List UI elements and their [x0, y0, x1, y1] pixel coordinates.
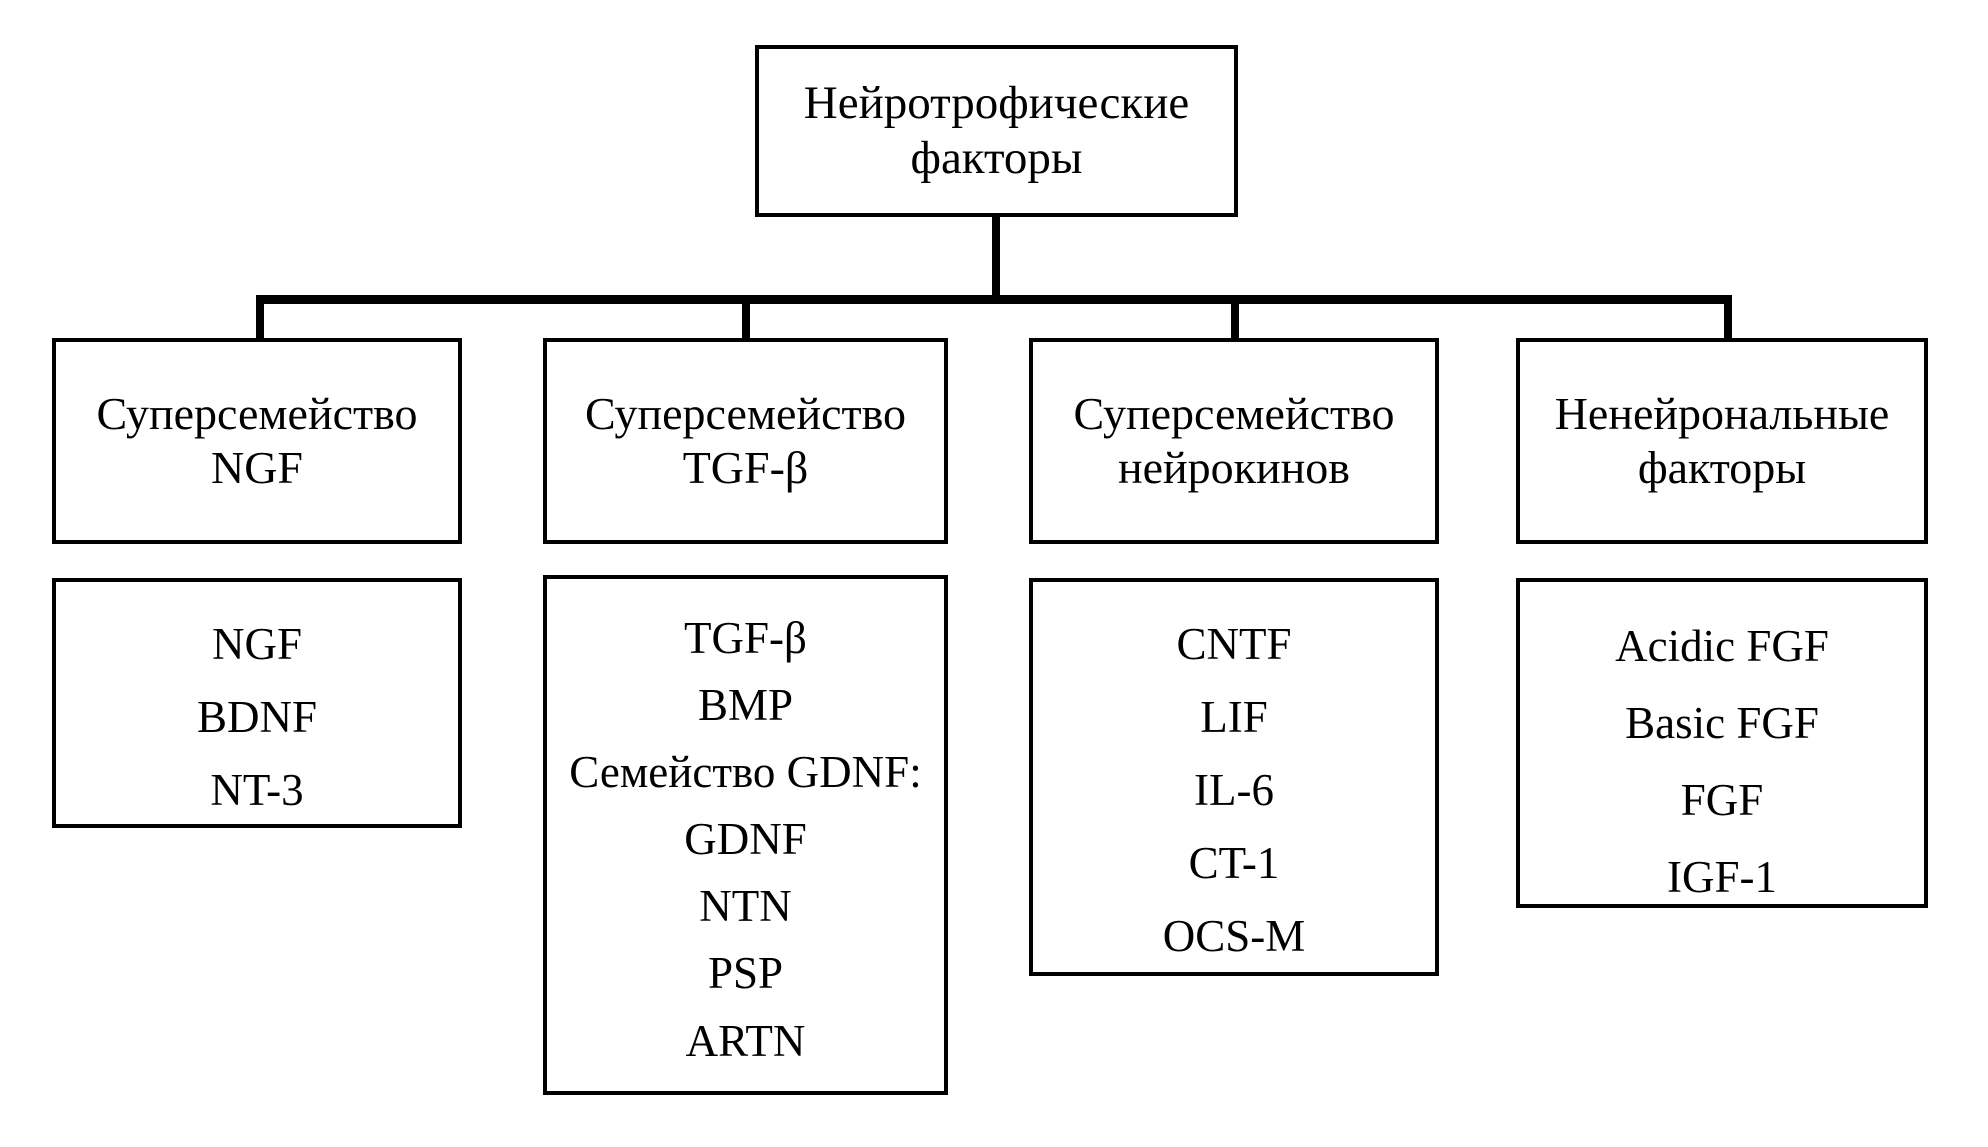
member-item: LIF: [1200, 692, 1268, 743]
category-header-line: NGF: [210, 442, 304, 493]
member-item: PSP: [707, 948, 784, 999]
category-header-line: Ненейрональные: [1554, 387, 1890, 439]
member-list-neurokines: CNTF LIF IL-6 CT-1 OCS-M: [1029, 578, 1439, 976]
root-node-neurotrophic-factors: Нейротрофические факторы: [755, 45, 1238, 217]
connector-drop-nonneuronal: [1724, 300, 1732, 342]
member-list-tgfb: TGF-β BMP Семейство GDNF: GDNF NTN PSP A…: [543, 575, 948, 1095]
member-item: CNTF: [1176, 619, 1292, 669]
member-item: NGF: [211, 619, 303, 669]
category-header-line: нейрокинов: [1118, 442, 1350, 493]
member-item: ARTN: [685, 1015, 806, 1066]
connector-drop-neurokines: [1231, 300, 1239, 342]
member-list-nonneuronal: Acidic FGF Basic FGF FGF IGF-1: [1516, 578, 1928, 908]
category-header-ngf: Суперсемейство NGF: [52, 338, 462, 544]
category-header-line: факторы: [1637, 442, 1807, 493]
member-item: BDNF: [196, 692, 318, 743]
member-list-ngf: NGF BDNF NT-3: [52, 578, 462, 828]
root-node-line: Нейротрофические: [803, 76, 1190, 129]
category-header-neurokines: Суперсемейство нейрокинов: [1029, 338, 1439, 544]
connector-root-stem: [992, 217, 1000, 303]
member-item: GDNF: [684, 814, 807, 865]
category-header-line: Суперсемейство: [1073, 387, 1395, 439]
member-item: CT-1: [1188, 838, 1280, 889]
category-header-tgfb: Суперсемейство TGF-β: [543, 338, 948, 544]
member-item: BMP: [697, 680, 794, 731]
member-item: TGF-β: [684, 613, 807, 663]
root-node-line: факторы: [910, 132, 1083, 184]
member-item: IGF-1: [1667, 852, 1777, 903]
member-item: OCS-M: [1162, 911, 1306, 962]
member-item: NT-3: [210, 765, 304, 816]
category-header-nonneuronal: Ненейрональные факторы: [1516, 338, 1928, 544]
connector-horizontal-bar: [256, 295, 1732, 304]
member-item: Семейство GDNF:: [569, 747, 922, 798]
member-item: NTN: [699, 881, 792, 932]
member-item: IL-6: [1194, 765, 1274, 816]
category-header-line: Суперсемейство: [96, 387, 418, 439]
category-header-line: TGF-β: [682, 442, 809, 493]
member-item: Basic FGF: [1625, 698, 1819, 749]
member-item: Acidic FGF: [1615, 621, 1829, 671]
member-item: FGF: [1680, 775, 1764, 826]
connector-drop-ngf: [256, 300, 264, 342]
connector-drop-tgfb: [742, 300, 750, 342]
category-header-line: Суперсемейство: [584, 387, 907, 439]
